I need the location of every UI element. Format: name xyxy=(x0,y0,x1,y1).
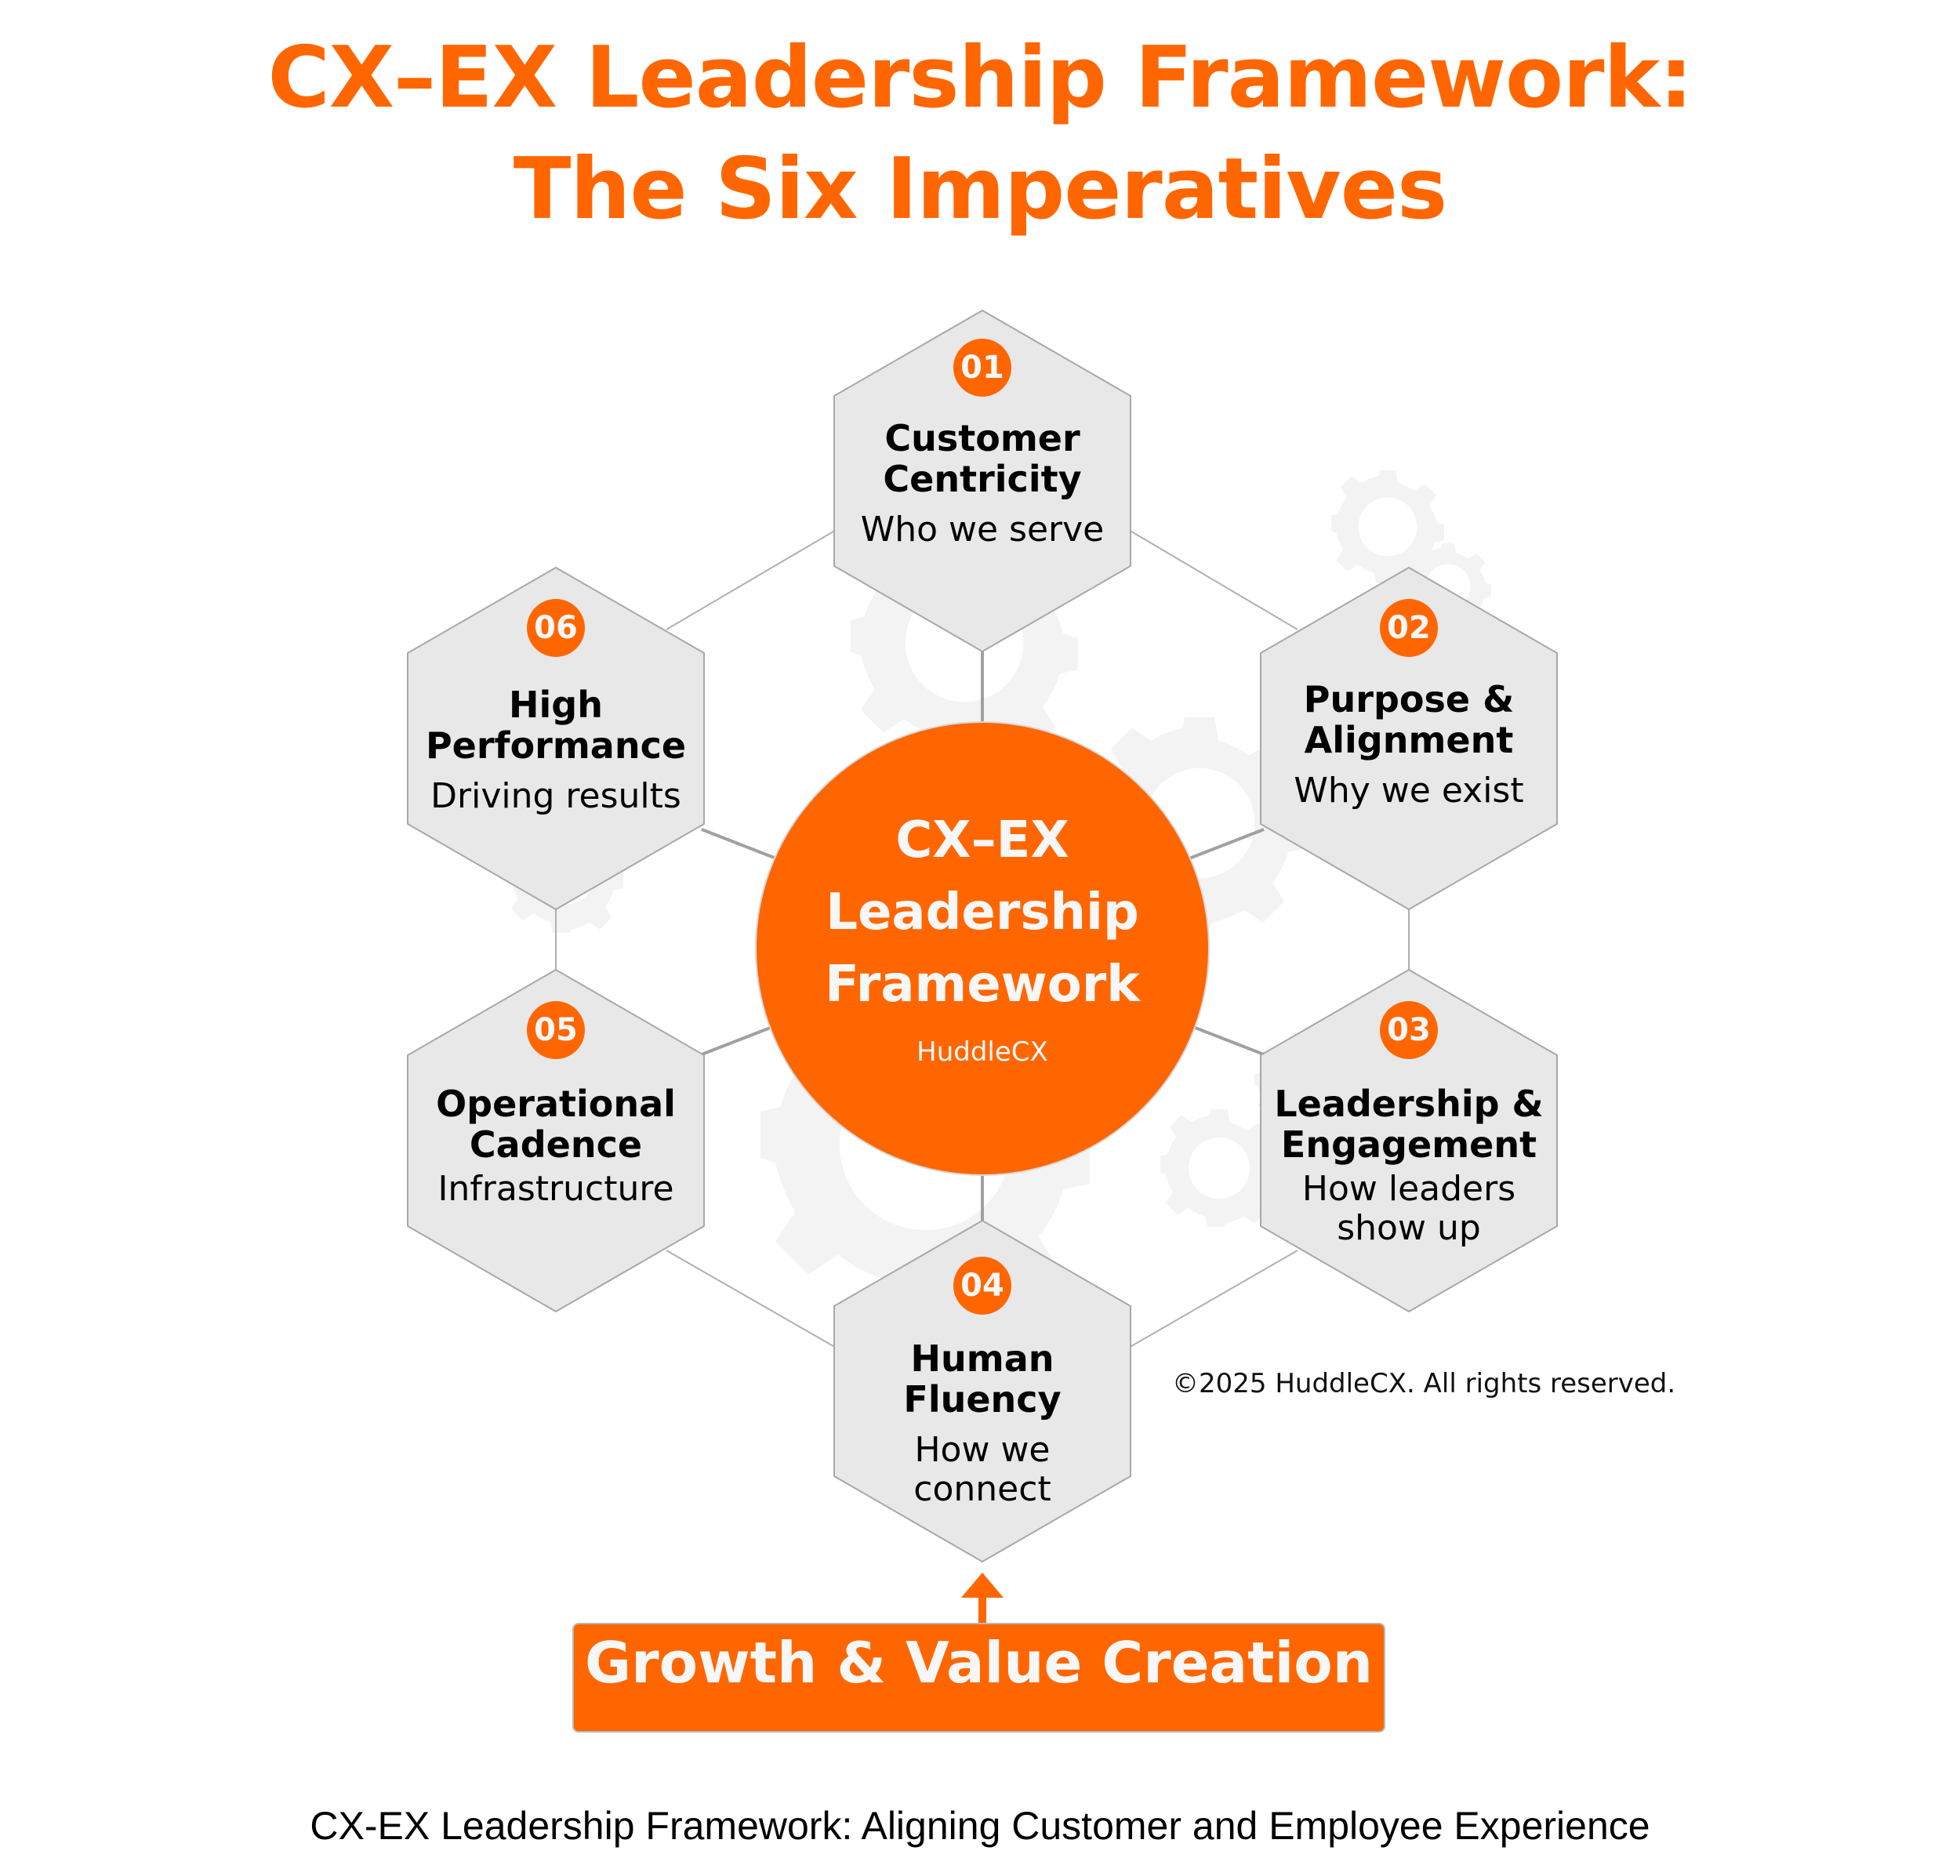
imperative-01[interactable]: Customer Centricity Who we serve xyxy=(841,418,1123,550)
imperative-title: Centricity xyxy=(883,458,1082,500)
badge-01: 01 xyxy=(953,339,1011,397)
imperative-04[interactable]: Human Fluency How we connect xyxy=(841,1338,1123,1509)
imperative-02[interactable]: Purpose & Alignment Why we exist xyxy=(1268,679,1550,811)
imperative-title: High xyxy=(509,684,603,726)
imperative-title: Operational xyxy=(436,1083,676,1125)
badge-05: 05 xyxy=(527,1001,585,1059)
copyright-notice: ©2025 HuddleCX. All rights reserved. xyxy=(1172,1368,1676,1399)
badge-02: 02 xyxy=(1380,599,1438,657)
imperative-subtitle: How we xyxy=(914,1430,1051,1470)
hexagons xyxy=(407,310,1558,1562)
center-brand: HuddleCX xyxy=(916,1036,1048,1068)
up-arrow-icon xyxy=(961,1573,1004,1624)
page-title-line1: CX–EX Leadership Framework: xyxy=(267,29,1693,127)
imperative-title: Purpose & xyxy=(1303,678,1515,720)
center-title-line1: CX–EX xyxy=(895,811,1069,869)
badge-04: 04 xyxy=(953,1257,1011,1315)
imperative-title: Leadership & xyxy=(1274,1083,1544,1125)
growth-banner: Growth & Value Creation xyxy=(572,1623,1385,1733)
badge-03: 03 xyxy=(1380,1001,1438,1059)
hexagon-04 xyxy=(833,1220,1131,1562)
imperative-title: Fluency xyxy=(903,1378,1062,1421)
banner-label: Growth & Value Creation xyxy=(585,1630,1373,1696)
center-title-line3: Framework xyxy=(825,956,1140,1014)
hexagon-05 xyxy=(407,969,705,1312)
imperative-title: Alignment xyxy=(1304,719,1514,761)
imperative-subtitle: Why we exist xyxy=(1294,771,1524,811)
imperative-subtitle: show up xyxy=(1337,1208,1481,1248)
figure-caption: CX-EX Leadership Framework: Aligning Cus… xyxy=(310,1804,1650,1848)
center-circle xyxy=(755,721,1210,1176)
imperative-subtitle: Driving results xyxy=(430,776,681,816)
center-title-line2: Leadership xyxy=(826,884,1139,942)
hexagon-02 xyxy=(1260,567,1558,910)
hexagon-03 xyxy=(1260,969,1558,1312)
badge-06: 06 xyxy=(527,599,585,657)
imperative-title: Customer xyxy=(884,417,1080,459)
imperative-title: Performance xyxy=(425,724,687,767)
imperative-subtitle: Infrastructure xyxy=(437,1169,674,1209)
hexagon-06 xyxy=(407,567,705,910)
hexagon-01 xyxy=(833,310,1131,652)
imperative-title: Cadence xyxy=(469,1123,643,1166)
imperative-03[interactable]: Leadership & Engagement How leaders show… xyxy=(1268,1083,1550,1248)
imperative-05[interactable]: Operational Cadence Infrastructure xyxy=(415,1083,697,1209)
hex-ring-connectors xyxy=(555,528,1410,1349)
imperative-subtitle: Who we serve xyxy=(860,510,1105,550)
imperative-subtitle: How leaders xyxy=(1301,1169,1516,1209)
center-spokes xyxy=(701,651,1265,1221)
imperative-06[interactable]: High Performance Driving results xyxy=(415,684,697,816)
imperative-subtitle: connect xyxy=(913,1469,1051,1509)
page-title-line2: The Six Imperatives xyxy=(513,140,1447,238)
imperative-title: Human xyxy=(910,1337,1054,1380)
imperative-title: Engagement xyxy=(1280,1123,1537,1166)
